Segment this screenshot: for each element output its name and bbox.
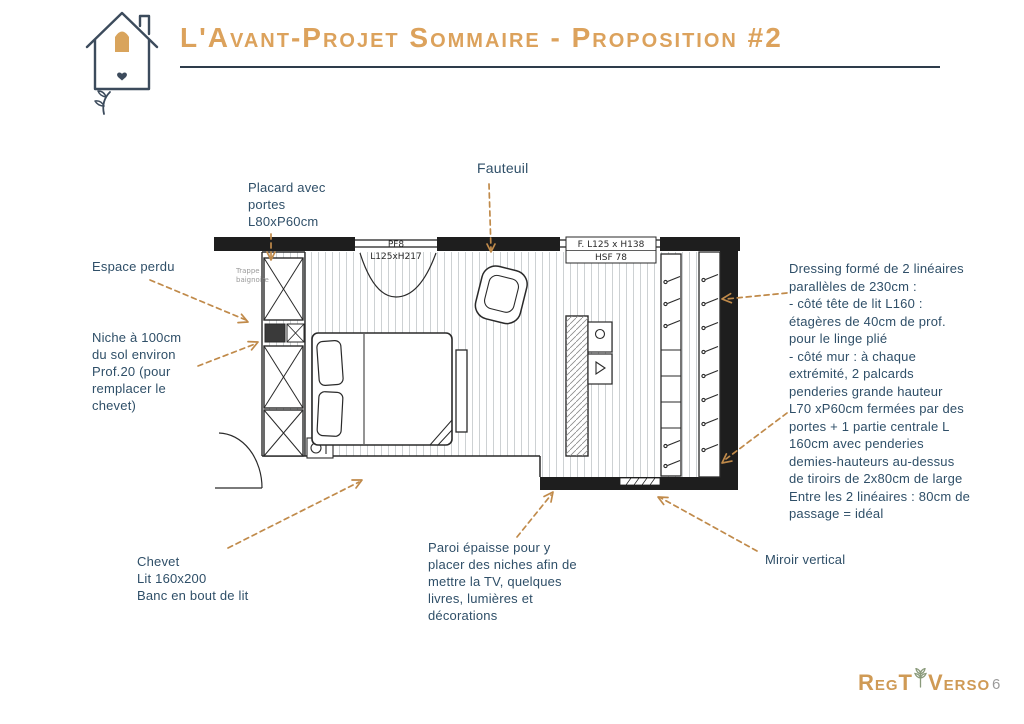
plan-label-window-ref: HSF 78 — [595, 253, 627, 263]
closet-column — [261, 251, 306, 457]
plan-label-pf8-dim: L125xH217 — [370, 252, 421, 262]
annotation-arrows — [149, 183, 788, 552]
top-wall — [214, 237, 740, 251]
plan-label-pf8: PF8 — [388, 240, 405, 250]
arrow-chevet — [227, 481, 360, 549]
bench — [455, 349, 468, 433]
brand-suffix: Verso — [928, 670, 991, 695]
annotation-miroir: Miroir vertical — [765, 552, 846, 567]
media-wall — [565, 315, 613, 457]
page-number: 6 — [992, 676, 1001, 693]
arrow-niche — [197, 343, 256, 367]
annotation-placard: Placard avec portes L80xP60cm — [248, 180, 326, 229]
floor-plan — [214, 236, 740, 490]
house-logo-icon — [85, 11, 159, 115]
annotation-paroi: Paroi épaisse pour y placer des niches a… — [428, 540, 577, 623]
annotation-niche: Niche à 100cm du sol environ Prof.20 (po… — [92, 330, 182, 413]
brand-prefix: RegT — [858, 670, 913, 695]
armchair — [474, 265, 528, 325]
wheat-icon — [914, 667, 927, 694]
pillow-1 — [316, 340, 344, 386]
arrow-espace-perdu — [149, 279, 247, 321]
pillow-2 — [316, 391, 344, 437]
plan-label-trappe: Trappe — [235, 267, 260, 275]
arrow-miroir — [660, 497, 758, 552]
annotation-espace-perdu: Espace perdu — [92, 259, 175, 274]
title-underline — [180, 66, 940, 68]
plan-label-trappe2: baignoire — [236, 276, 269, 284]
curtain-drape — [359, 252, 437, 298]
dressing-rail-left — [660, 253, 682, 477]
arrow-dressing-bottom — [725, 412, 788, 460]
arrow-dressing-top — [725, 292, 788, 300]
plan-label-window: F. L125 x H138 — [578, 240, 645, 250]
window-label-box — [565, 236, 657, 264]
annotation-chevet: Chevet Lit 160x200 Banc en bout de lit — [137, 554, 249, 603]
arrowheads — [237, 243, 733, 506]
arrow-paroi — [516, 494, 552, 538]
floor-area-lower — [540, 456, 720, 477]
niche-box — [264, 323, 286, 343]
door-arc — [215, 432, 263, 489]
bed — [311, 332, 468, 446]
mirror — [619, 477, 661, 486]
annotation-dressing: Dressing formé de 2 linéaires parallèles… — [789, 261, 971, 521]
brand-logo: RegT Verso — [858, 667, 991, 696]
annotation-fauteuil: Fauteuil — [477, 160, 529, 176]
dressing-rail-right — [698, 251, 721, 478]
arrow-fauteuil — [488, 183, 492, 251]
bottom-boundary — [262, 455, 541, 477]
page-title: L'Avant-Projet Sommaire - Proposition #2 — [180, 22, 783, 53]
